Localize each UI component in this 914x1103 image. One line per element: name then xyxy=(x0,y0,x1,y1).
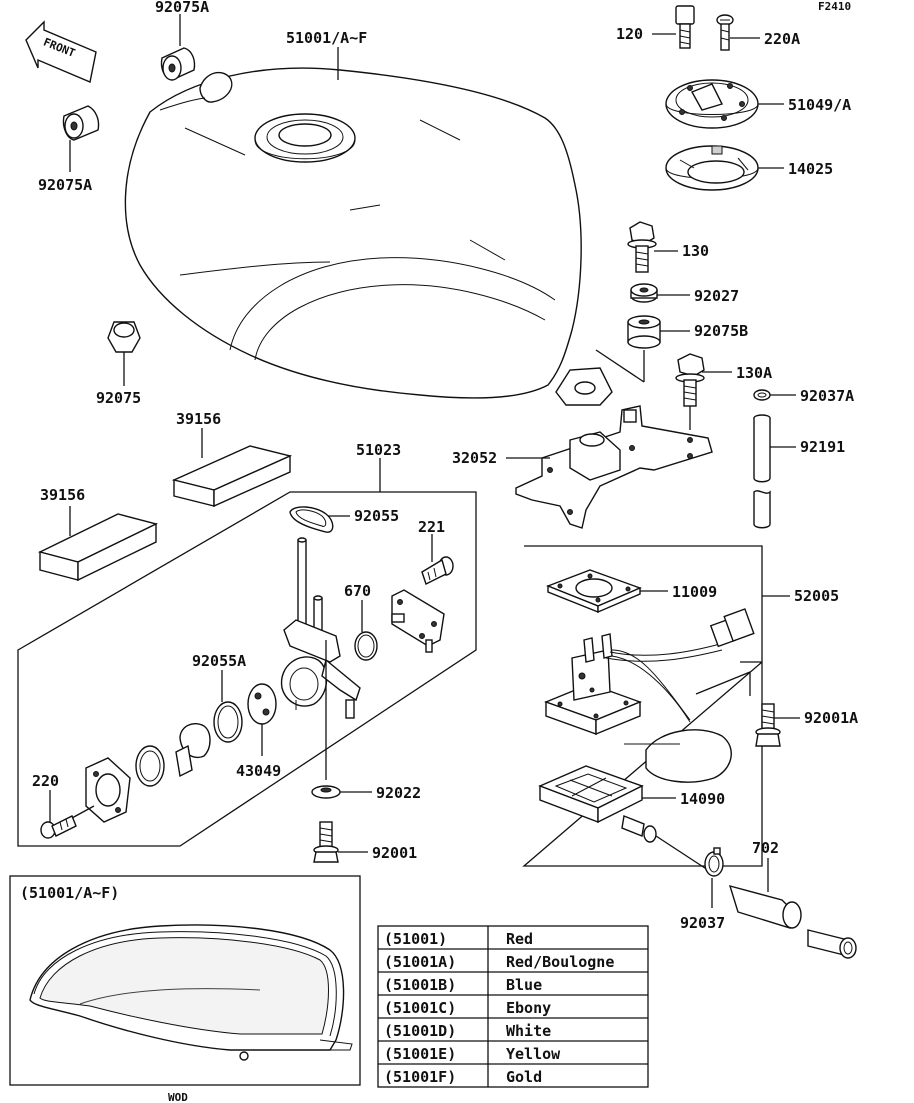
label-130a: 130A xyxy=(736,364,772,382)
label-92001a: 92001A xyxy=(804,709,858,727)
label-32052: 32052 xyxy=(452,449,497,467)
label-92075a-top: 92075A xyxy=(155,0,209,16)
figure-id: F2410 xyxy=(818,0,851,13)
label-92027: 92027 xyxy=(694,287,739,305)
label-14025: 14025 xyxy=(788,160,833,178)
sender-group-outline xyxy=(522,545,763,867)
label-92022: 92022 xyxy=(376,784,421,802)
label-92055: 92055 xyxy=(354,507,399,525)
screw-221 xyxy=(421,556,454,585)
label-92075b: 92075B xyxy=(694,322,748,340)
label-51001: 51001/A~F xyxy=(286,29,367,47)
table-code: (51001) xyxy=(384,930,447,948)
color-table: (51001) Red (51001A) Red/Boulogne (51001… xyxy=(377,925,649,1088)
table-code: (51001E) xyxy=(384,1045,456,1063)
gasket-11009 xyxy=(546,569,642,614)
label-670: 670 xyxy=(344,582,371,600)
hose-702 xyxy=(728,884,857,959)
cock-lever-plate xyxy=(391,589,445,653)
label-92001: 92001 xyxy=(372,844,417,862)
bolt-92001 xyxy=(313,821,339,863)
damper-92075a-top xyxy=(160,47,196,81)
inset-title: (51001/A~F) xyxy=(20,884,119,902)
label-11009: 11009 xyxy=(672,583,717,601)
oring-92055 xyxy=(289,506,334,533)
label-51023: 51023 xyxy=(356,441,401,459)
table-color: White xyxy=(506,1022,551,1040)
label-702: 702 xyxy=(752,839,779,857)
label-51049: 51049/A xyxy=(788,96,851,114)
cock-seal xyxy=(135,745,165,787)
bolt-130a xyxy=(675,353,705,407)
label-92037: 92037 xyxy=(680,914,725,932)
table-color: Blue xyxy=(506,976,542,994)
label-43049: 43049 xyxy=(236,762,281,780)
inset-caption: WOD xyxy=(168,1091,188,1103)
label-92075a-left: 92075A xyxy=(38,176,92,194)
float-guard-14090 xyxy=(538,765,644,824)
table-color: Gold xyxy=(506,1068,542,1086)
bolt-92001a xyxy=(755,703,781,747)
label-92191: 92191 xyxy=(800,438,845,456)
inset-tank-graphic xyxy=(29,924,353,1061)
damper-92075a-left xyxy=(62,105,100,141)
fuel-cap-51049 xyxy=(665,79,759,129)
label-52005: 52005 xyxy=(794,587,839,605)
table-code: (51001D) xyxy=(384,1022,456,1040)
pad-39156-lower xyxy=(37,513,159,582)
bolt-120 xyxy=(675,5,695,49)
damper-92075b xyxy=(627,315,661,349)
label-220a: 220A xyxy=(764,30,800,48)
table-code: (51001A) xyxy=(384,953,456,971)
table-color: Yellow xyxy=(506,1045,561,1063)
pad-39156-upper xyxy=(171,445,293,508)
label-92037a: 92037A xyxy=(800,387,854,405)
table-code: (51001F) xyxy=(384,1068,456,1086)
table-code: (51001C) xyxy=(384,999,456,1017)
gasket-43049 xyxy=(247,683,277,725)
label-92075: 92075 xyxy=(96,389,141,407)
label-39156-upper: 39156 xyxy=(176,410,221,428)
clamp-92037 xyxy=(704,847,724,877)
inset-frame xyxy=(9,875,361,1086)
fuel-tank xyxy=(124,67,613,406)
label-130: 130 xyxy=(682,242,709,260)
label-39156-lower: 39156 xyxy=(40,486,85,504)
fuel-cock-body xyxy=(280,537,361,719)
collar-92027 xyxy=(630,283,658,303)
front-arrow-icon: FRONT xyxy=(25,20,97,83)
table-color: Red/Boulogne xyxy=(506,953,614,971)
bolt-130 xyxy=(627,221,657,273)
oring-670 xyxy=(354,631,378,661)
cock-lever xyxy=(175,722,211,778)
hose-92191 xyxy=(753,414,771,529)
gasket-14025 xyxy=(665,145,759,191)
washer-92022 xyxy=(311,785,341,799)
sender-unit xyxy=(544,608,755,783)
bracket-32052 xyxy=(515,405,713,529)
label-92055a: 92055A xyxy=(192,652,246,670)
oring-92055a xyxy=(213,701,243,743)
table-code: (51001B) xyxy=(384,976,456,994)
screw-220a xyxy=(716,14,734,51)
hose-fitting xyxy=(621,815,657,843)
damper-92075 xyxy=(107,321,141,353)
table-color: Red xyxy=(506,930,533,948)
label-221: 221 xyxy=(418,518,445,536)
label-120: 120 xyxy=(616,25,643,43)
table-color: Ebony xyxy=(506,999,551,1017)
cock-cover-plate xyxy=(85,757,131,823)
label-14090: 14090 xyxy=(680,790,725,808)
label-220: 220 xyxy=(32,772,59,790)
screw-220 xyxy=(40,815,77,839)
fuel-cock-group-outline xyxy=(17,491,477,847)
clamp-92037a xyxy=(753,389,771,401)
